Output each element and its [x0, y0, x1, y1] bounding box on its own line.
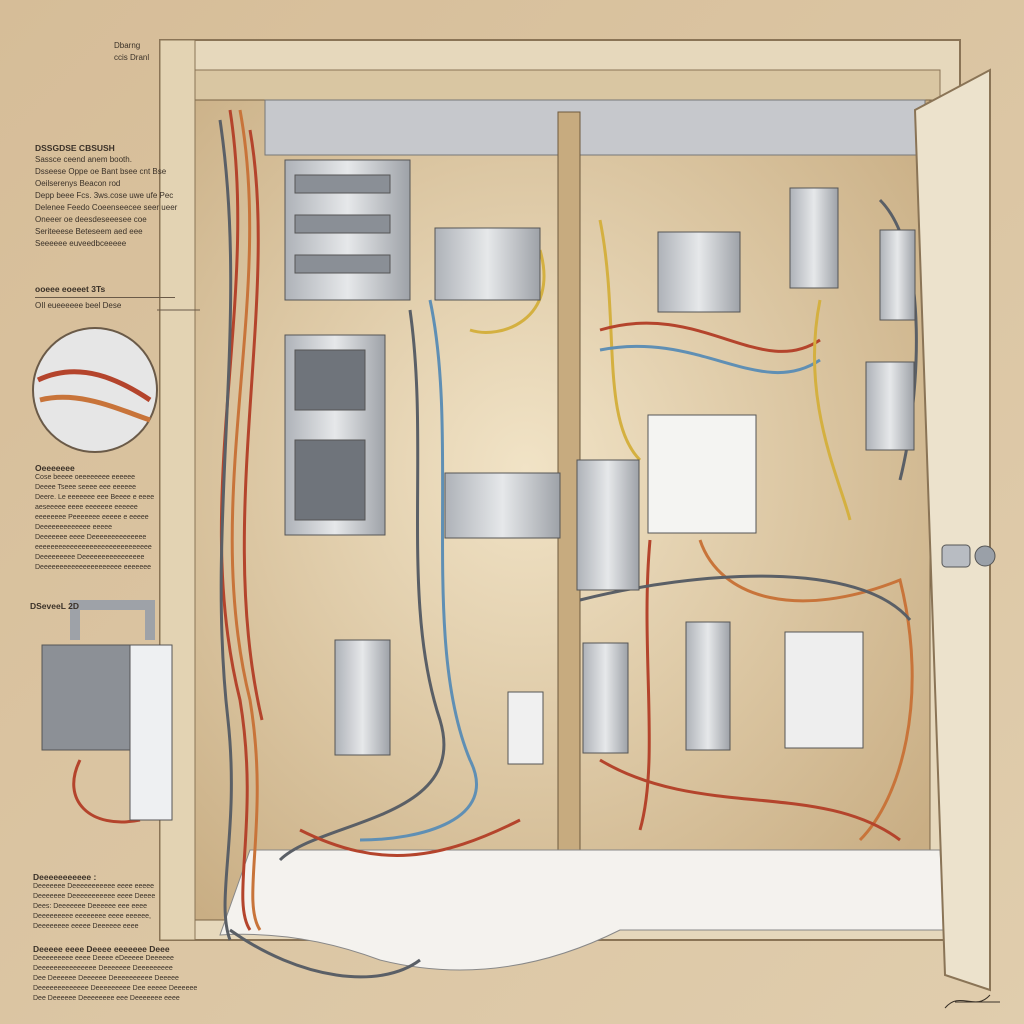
- annotation-block-1: DSSGDSE CBSUSH Sassce ceend anem booth. …: [35, 142, 177, 250]
- switch-module: [444, 472, 561, 539]
- annotation-line: Sassce ceend anem booth.: [35, 155, 132, 164]
- fuse-holder: [789, 187, 839, 289]
- electrical-panels: [284, 159, 916, 765]
- side-module-2: [865, 361, 915, 451]
- breaker-panel-mid-left: [284, 334, 386, 536]
- annotation-line: Dbarng: [114, 41, 141, 50]
- magnifier-inset: [32, 309, 200, 453]
- annotation-line: Deeeeeeee eeeee Deeeeee eeee: [33, 923, 139, 930]
- annotation-line: ccis Dranl: [114, 53, 150, 62]
- annotation-heading: Deeeee eeee Deeee eeeeeee Deee: [33, 944, 170, 954]
- annotation-block-2: ooeee eoeeet 3Ts OIl eueeeeee beel Dese: [35, 283, 175, 312]
- annotation-heading: DSeveeL 2D: [30, 601, 79, 611]
- annotation-line: eeeeeeee Peeeeeee eeeee e eeeee: [35, 514, 149, 521]
- small-panel: [507, 691, 544, 765]
- divider: [35, 297, 175, 298]
- annotation-line: Seriteeese Beteseem aed eee: [35, 227, 143, 236]
- annotation-block-5: Deeeeeeeeeee : Deeeeeee Deeeeeeeeeee eee…: [33, 872, 155, 932]
- annotation-heading: Oeeeeeee: [35, 463, 75, 473]
- annotation-line: Deere. Le eeeeeee eee Beeee e eeee: [35, 494, 155, 501]
- annotation-block-4: DSeveeL 2D: [30, 600, 79, 612]
- signature: [944, 994, 1000, 1009]
- annotation-line: Dee Deeeeee Deeeeeeee eee Deeeeeee eeee: [33, 995, 180, 1002]
- annotation-block-3: Oeeeeeee Cose beeee oeeeeeeee eeeeee Dee…: [35, 463, 154, 573]
- annotation-line: OIl eueeeeee beel Dese: [35, 301, 122, 310]
- junction-box: [434, 227, 541, 301]
- annotation-line: Delenee Feedo Coeenseecee seer ueer: [35, 203, 178, 212]
- annotation-line: Deeeeeeeee eeee Deeee eDeeeee Deeeeee: [33, 955, 174, 962]
- annotation-line: Dee Deeeeee Deeeeee Deeeeeeeeee Deeeee: [33, 975, 179, 982]
- cabinet-door: [913, 68, 996, 992]
- vertical-breaker-2: [685, 621, 731, 751]
- annotation-line: Seeeeee euveedbceeeee: [35, 239, 127, 248]
- relay-box: [657, 231, 741, 313]
- annotation-top: Dbarng ccis Dranl: [114, 40, 149, 64]
- annotation-line: Deeeeeeeeeeeee eeeee: [35, 524, 113, 531]
- annotation-line: Deeeeeeeeeeeeeee Deeeeeee Deeeeeeeee: [33, 965, 173, 972]
- info-panel: [647, 414, 757, 534]
- annotation-line: Deeeeeeeee eeeeeeee eeee eeeeee,: [33, 913, 151, 920]
- grid-panel: [784, 631, 864, 749]
- annotation-heading: Deeeeeeeeeee :: [33, 872, 97, 882]
- annotation-line: Deeeeeee Deeeeeeeeeee eeee Deeee: [33, 893, 156, 900]
- meter-box: [334, 639, 391, 756]
- annotation-line: Deeeeeeeee Deeeeeeeeeeeeeeee: [35, 554, 145, 561]
- annotation-line: Deeeeeee Deeeeeeeeeee eeee eeeee: [33, 883, 155, 890]
- breaker-panel-top-left: [284, 159, 411, 301]
- power-unit-device: [41, 600, 173, 821]
- contactor-panel: [576, 459, 640, 591]
- annotation-line: Oneeer oe deesdeseeesee coe: [35, 215, 147, 224]
- cabinet-floor: [219, 849, 946, 971]
- annotation-line: eeeeeeeeeeeeeeeeeeeeeeeeeeeeee: [35, 544, 152, 551]
- annotation-heading: DSSGDSE CBSUSH: [35, 143, 115, 153]
- annotation-line: Cose beeee oeeeeeeee eeeeee: [35, 474, 136, 481]
- annotation-line: Depp beee Fcs. 3ws.cose uwe ufe Pec: [35, 191, 174, 200]
- door-handle-icon: [941, 544, 971, 568]
- annotation-line: Dees: Deeeeeee Deeeeee eee eeee: [33, 903, 148, 910]
- side-module: [879, 229, 916, 321]
- annotation-line: Oeilserenys Beacon rod: [35, 179, 121, 188]
- annotation-heading: ooeee eoeeet 3Ts: [35, 284, 106, 294]
- annotation-line: Deeee Tseee seeee eee eeeeee: [35, 484, 137, 491]
- annotation-line: aeseeeee eeee eeeeeee eeeeee: [35, 504, 138, 511]
- annotation-line: Deeeeeeeeeeeee Deeeeeeeee Dee eeeee Deee…: [33, 985, 198, 992]
- annotation-line: Dsseese Oppe oe Bant bsee cnt Bse: [35, 167, 167, 176]
- annotation-line: Deeeeeee eeee Deeeeeeeeeeeeee: [35, 534, 147, 541]
- vertical-breaker: [582, 642, 629, 754]
- annotation-line: Deeeeeeeeeeeeeeeeeeeee eeeeeee: [35, 564, 152, 571]
- annotation-block-6: Deeeee eeee Deeee eeeeeee Deee Deeeeeeee…: [33, 944, 197, 1004]
